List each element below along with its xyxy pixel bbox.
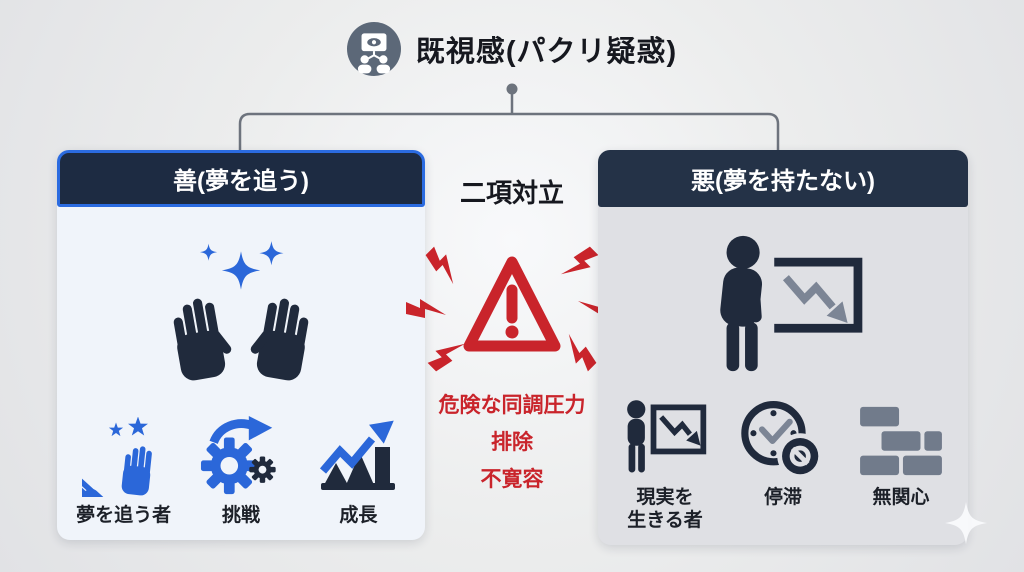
brick-wall-icon <box>856 397 946 479</box>
list-item: 現実を 生きる者 <box>606 397 724 534</box>
growth-bar-chart-icon <box>318 415 398 497</box>
warning-triangle-lightning-icon <box>404 245 620 379</box>
audience-viewing-icon <box>346 22 401 76</box>
good-panel: 善(夢を追う) <box>57 150 425 540</box>
warning-line: 排除 <box>491 431 533 454</box>
stalled-clock-prohibited-icon <box>736 397 830 479</box>
list-item: 成長 <box>300 415 417 528</box>
warning-text: 危険な同調圧力 排除 不寛容 <box>402 387 622 498</box>
bad-panel: 悪(夢を持たない) <box>598 150 968 545</box>
good-panel-header: 善(夢を追う) <box>57 150 425 207</box>
item-label: 挑戦 <box>221 505 260 527</box>
slumped-person-decline-board-icon <box>598 207 968 397</box>
good-panel-items: 夢を追う者 <box>57 415 425 540</box>
item-label: 無関心 <box>872 486 930 508</box>
list-item: 停滞 <box>724 397 842 510</box>
warning-line: 不寛容 <box>480 468 544 491</box>
clapping-hands-stars-icon <box>81 415 166 498</box>
item-label: 現実を 生きる者 <box>627 486 703 532</box>
item-label: 成長 <box>339 505 378 527</box>
gears-progress-arrow-icon <box>198 415 284 497</box>
sparkle-icon <box>945 502 987 544</box>
raised-hands-sparkles-icon <box>57 207 425 415</box>
page-title: 既視感(パクリ疑惑) <box>415 36 678 68</box>
header: 既視感(パクリ疑惑) <box>0 22 1024 76</box>
item-label: 停滞 <box>763 486 802 508</box>
bad-panel-header: 悪(夢を持たない) <box>598 150 968 207</box>
item-label: 夢を追う者 <box>76 505 172 527</box>
warning-line: 危険な同調圧力 <box>438 394 586 417</box>
bad-panel-items: 現実を 生きる者 <box>598 397 968 546</box>
versus-label: 二項対立 <box>459 178 564 208</box>
person-decline-board-icon <box>619 397 711 479</box>
list-item: 挑戦 <box>182 415 299 528</box>
list-item: 無関心 <box>842 397 960 510</box>
list-item: 夢を追う者 <box>65 415 182 528</box>
